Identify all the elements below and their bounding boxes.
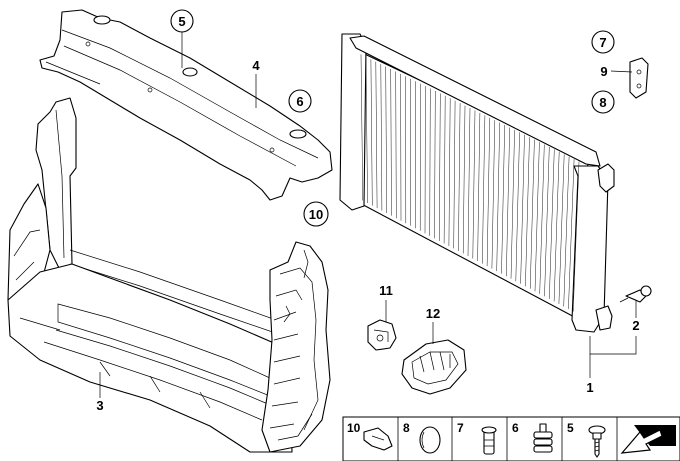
- callout-3: 3: [96, 398, 103, 413]
- lower-carrier-frame: [7, 97, 331, 453]
- radiator-fin-line: [458, 103, 461, 252]
- legend-item-7: 7: [457, 421, 497, 455]
- radiator-fin-line: [515, 132, 520, 282]
- leader-lines: [99, 30, 637, 398]
- upper-cross-member: [39, 9, 333, 201]
- radiator-fins: [360, 54, 580, 312]
- radiator-fin-line: [506, 127, 510, 277]
- radiator-fin-line: [370, 59, 373, 206]
- svg-text:7: 7: [457, 421, 464, 435]
- radiator-fin-line: [395, 71, 397, 219]
- callout-5: 5: [170, 9, 194, 33]
- svg-text:10: 10: [309, 207, 323, 222]
- svg-text:5: 5: [178, 14, 185, 29]
- plug-clip-icon: [363, 427, 393, 451]
- legend-item-6: 6: [512, 421, 553, 453]
- callout-8: 8: [591, 90, 615, 114]
- legend-item-8: 8: [403, 421, 441, 454]
- callout-labels: 1 2 3 4 5 6 7 8 9 10 11 12: [96, 9, 640, 413]
- svg-text:1: 1: [586, 380, 593, 395]
- arrow-symbol-icon: [620, 425, 676, 454]
- radiator-fin-line: [472, 110, 476, 259]
- callout-11: 11: [379, 283, 393, 298]
- radiator-fin-line: [486, 117, 491, 267]
- radiator-fin-line: [563, 156, 570, 307]
- legend-item-10: 10: [347, 421, 393, 451]
- svg-text:8: 8: [403, 421, 410, 435]
- svg-text:6: 6: [296, 94, 303, 109]
- radiator-fin-line: [534, 142, 540, 292]
- svg-text:9: 9: [600, 64, 607, 79]
- mounting-bracket: [629, 57, 649, 99]
- radiator-fin-line: [553, 151, 560, 302]
- svg-text:5: 5: [567, 421, 574, 435]
- drain-plug: [619, 285, 652, 303]
- parts-legend: 10 8 7 6: [342, 416, 680, 461]
- radiator-fin-line: [462, 105, 466, 254]
- callout-10: 10: [303, 201, 329, 227]
- legend-item-5: 5: [567, 421, 606, 458]
- radiator-fin-line: [448, 98, 451, 246]
- push-rivet-icon: [481, 426, 497, 455]
- svg-text:11: 11: [379, 283, 393, 298]
- radiator-fin-line: [539, 144, 545, 294]
- screw-icon: [588, 425, 606, 458]
- svg-text:10: 10: [347, 421, 361, 435]
- radiator-fin-line: [549, 149, 555, 299]
- callout-2: 2: [632, 318, 639, 333]
- radiator: [339, 33, 615, 333]
- radiator-fin-line: [544, 146, 550, 297]
- radiator-fin-line: [467, 107, 471, 257]
- radiator-fin-line: [453, 100, 456, 249]
- radiator-fin-line: [482, 115, 486, 264]
- round-cap-icon: [419, 426, 441, 454]
- callout-9: 9: [600, 64, 607, 79]
- radiator-fin-line: [360, 54, 364, 201]
- svg-text:7: 7: [599, 35, 606, 50]
- svg-text:12: 12: [426, 306, 440, 321]
- radiator-fin-line: [380, 64, 383, 211]
- svg-text:6: 6: [512, 421, 519, 435]
- radiator-fin-line: [439, 93, 441, 241]
- radiator-fin-line: [365, 56, 368, 204]
- callout-1: 1: [586, 380, 593, 395]
- radiator-fin-line: [390, 68, 392, 216]
- rubber-mount-icon: [533, 423, 553, 453]
- legend-item-symbol: [620, 425, 676, 454]
- svg-text:2: 2: [632, 318, 639, 333]
- radiator-fin-line: [572, 161, 580, 312]
- radiator-fin-line: [558, 154, 565, 304]
- air-guide-part: [401, 339, 467, 395]
- clip-part: [367, 319, 397, 351]
- radiator-fin-line: [434, 90, 436, 239]
- callout-7: 7: [591, 30, 615, 54]
- svg-text:4: 4: [252, 58, 260, 73]
- radiator-fin-line: [568, 159, 575, 310]
- callout-12: 12: [426, 306, 440, 321]
- radiator-fin-line: [529, 139, 535, 289]
- radiator-fin-line: [525, 137, 530, 287]
- radiator-fin-line: [385, 66, 387, 214]
- radiator-fin-line: [443, 95, 446, 244]
- radiator-fin-line: [520, 134, 525, 284]
- svg-text:3: 3: [96, 398, 103, 413]
- radiator-fin-line: [375, 61, 378, 209]
- radiator-fin-line: [477, 112, 481, 262]
- radiator-fin-line: [510, 129, 515, 279]
- svg-text:8: 8: [599, 95, 606, 110]
- radiator-fin-line: [491, 120, 496, 269]
- radiator-fin-line: [501, 124, 505, 274]
- radiator-fin-line: [496, 122, 500, 272]
- radiator-fin-line: [429, 88, 431, 236]
- callout-4: 4: [252, 58, 260, 73]
- callout-6: 6: [288, 89, 312, 113]
